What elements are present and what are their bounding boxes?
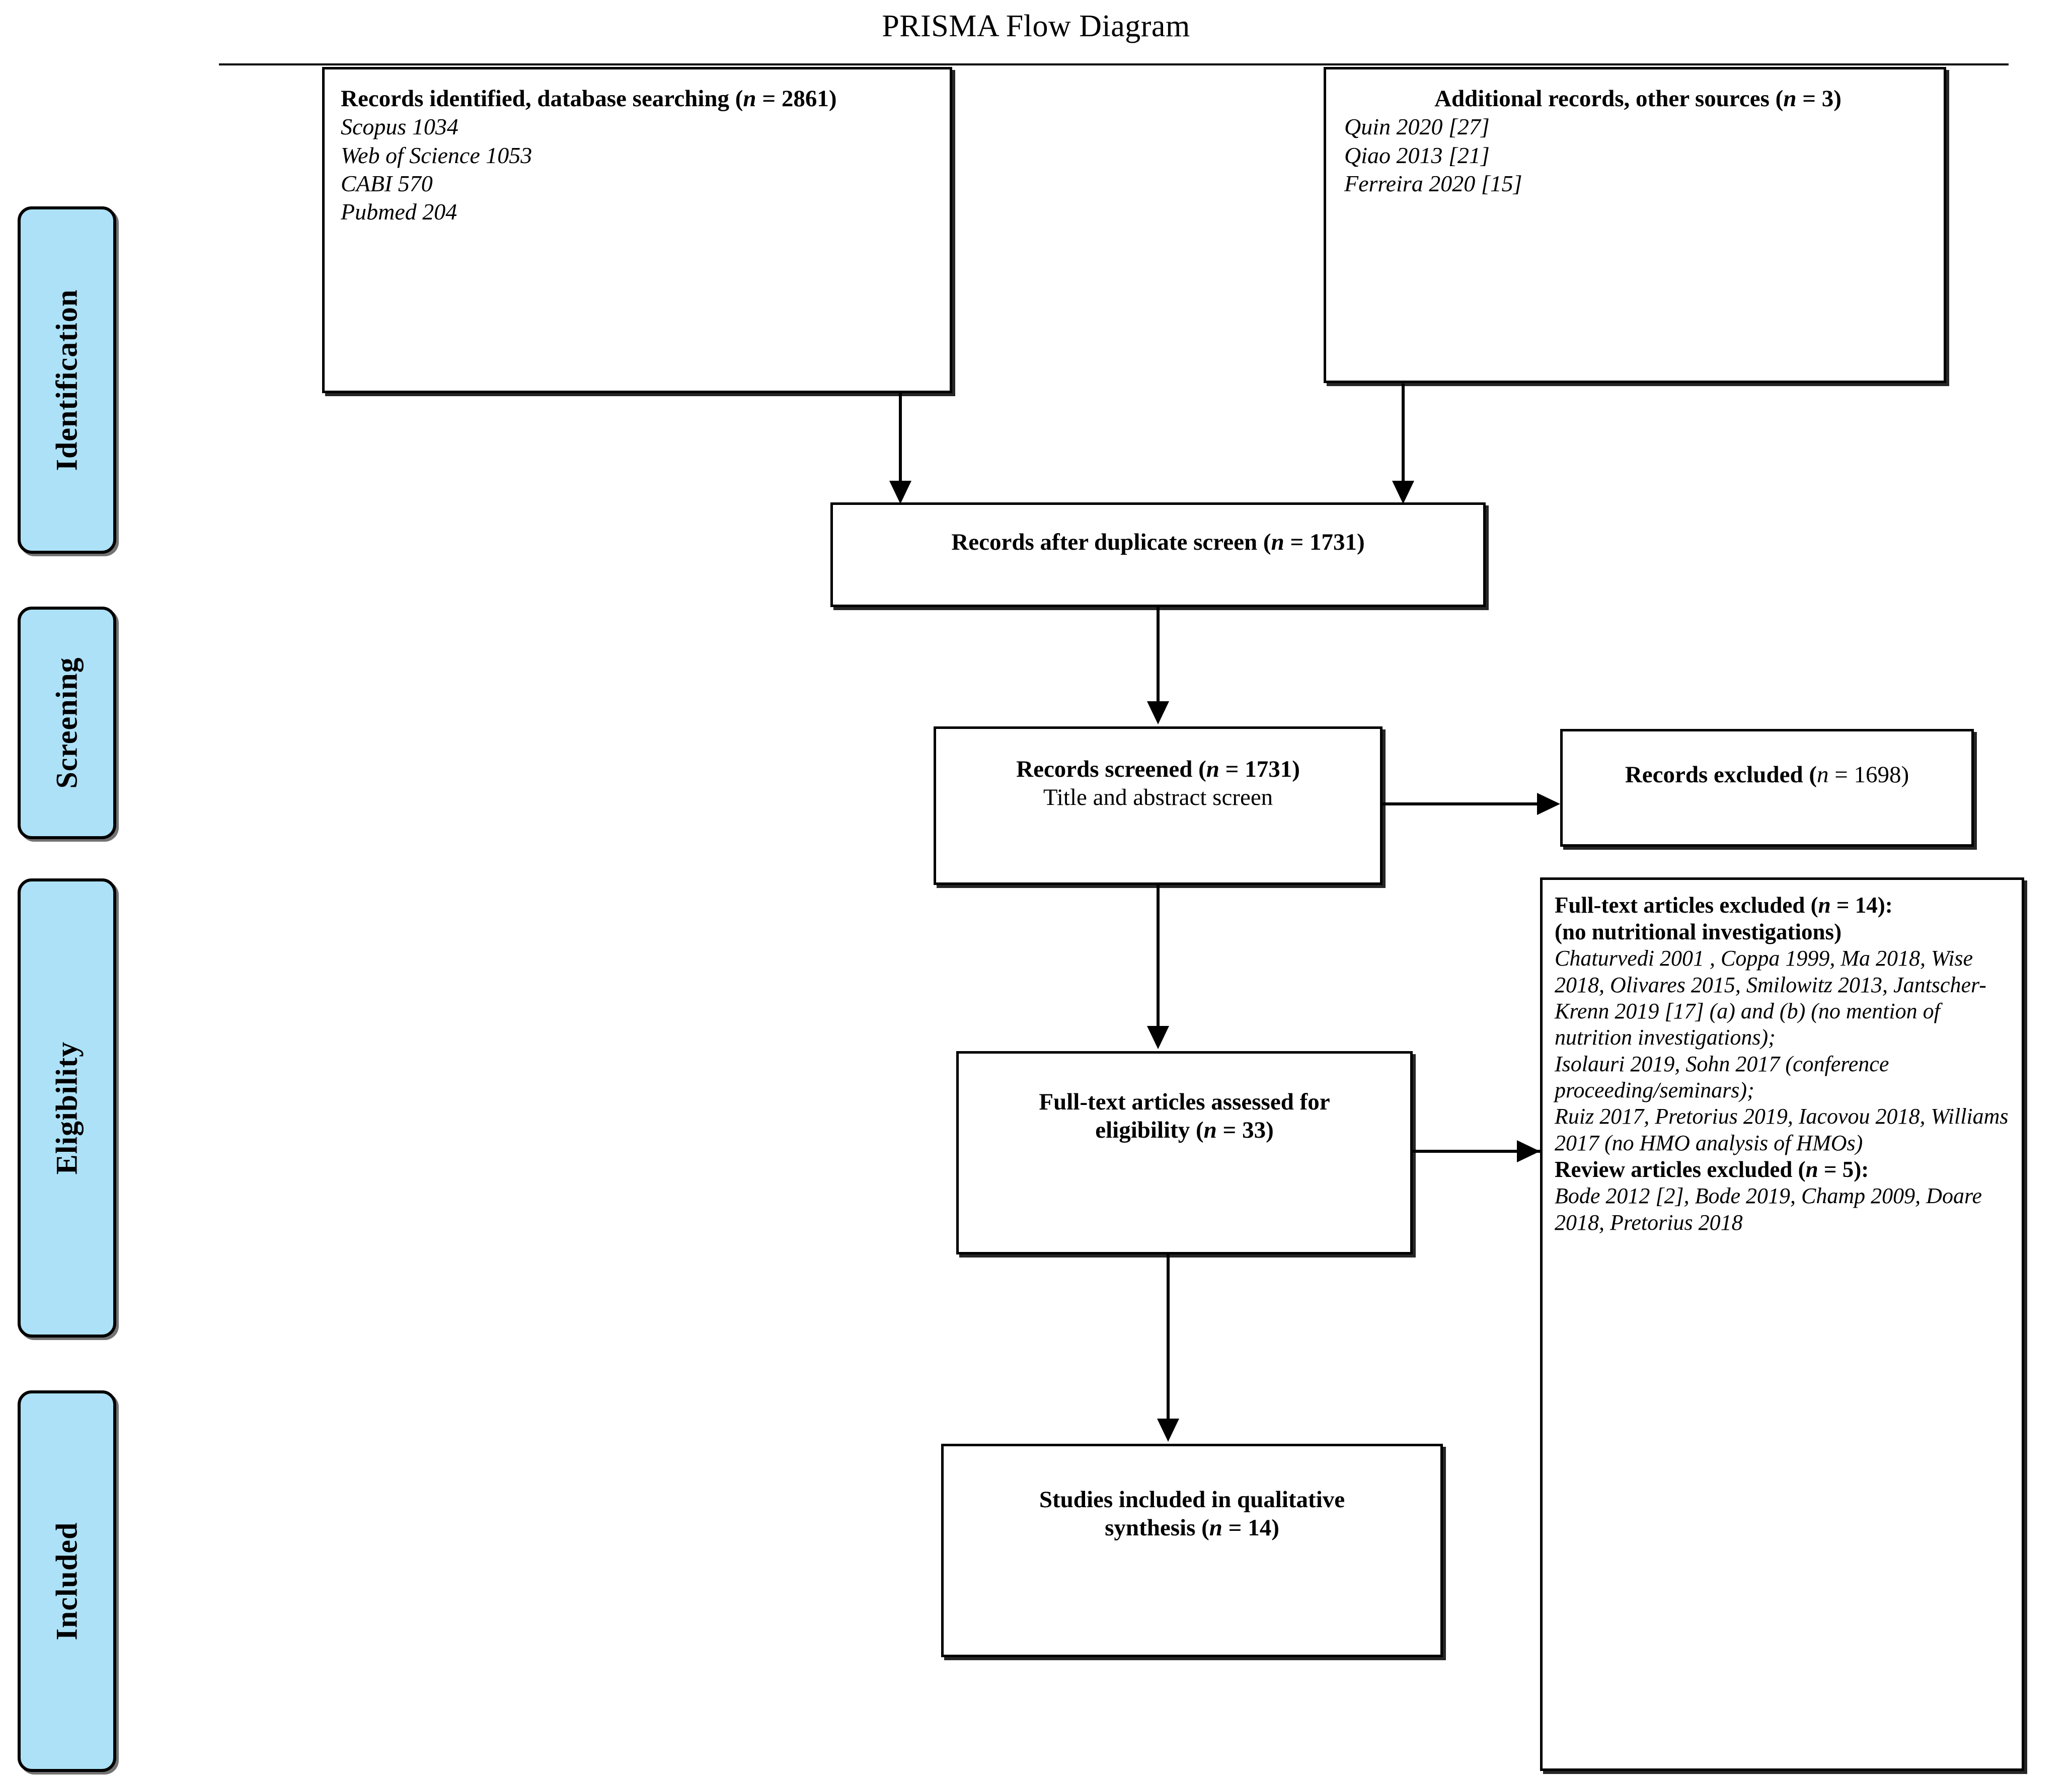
stage-label-included: Included [50, 1522, 84, 1641]
review-excluded-heading: Review articles excluded (n = 5): [1555, 1157, 1869, 1182]
source-line: Ferreira 2020 [15] [1344, 170, 1522, 196]
stage-label-screening: Screening [50, 657, 84, 789]
stage-label-eligibility: Eligibility [50, 1041, 84, 1175]
fulltext-excluded-body: Chaturvedi 2001 , Coppa 1999, Ma 2018, W… [1555, 946, 2009, 1155]
stage-identification: Identification [18, 206, 116, 554]
box-additional-records: Additional records, other sources (n = 3… [1324, 67, 1946, 383]
source-line: Pubmed 204 [341, 198, 457, 225]
connector-screened-to-fulltext [1157, 885, 1160, 1028]
arrow-screened-to-excluded [1537, 793, 1560, 815]
box-fulltext-assessed: Full-text articles assessed for eligibil… [956, 1051, 1413, 1254]
source-line: CABI 570 [341, 170, 433, 196]
box-records-screened: Records screened (n = 1731) Title and ab… [934, 726, 1383, 885]
arrow-fulltext-to-included [1157, 1419, 1179, 1442]
box-studies-included: Studies included in qualitative synthesi… [941, 1444, 1443, 1657]
fulltext-excluded-heading: Full-text articles excluded (n = 14): [1555, 893, 1893, 918]
connector-additional-to-duplicate [1402, 384, 1405, 489]
source-line: Quin 2020 [27] [1344, 114, 1490, 140]
connector-fulltext-to-included [1167, 1254, 1170, 1421]
fulltext-assessed-line2: eligibility (n = 33) [1095, 1117, 1274, 1144]
studies-included-line2: synthesis (n = 14) [1105, 1515, 1279, 1541]
arrow-additional-to-duplicate [1392, 481, 1414, 504]
arrow-duplicate-to-screened [1147, 701, 1169, 724]
connector-duplicate-to-screened [1157, 607, 1160, 703]
source-line: Scopus 1034 [341, 114, 458, 140]
box-records-excluded: Records excluded (n = 1698) [1560, 729, 1974, 847]
records-screened-heading: Records screened (n = 1731) [1016, 756, 1300, 782]
source-line: Qiao 2013 [21] [1344, 142, 1490, 168]
arrow-screened-to-fulltext [1147, 1026, 1169, 1049]
stage-eligibility: Eligibility [18, 878, 116, 1338]
records-excluded-heading: Records excluded (n = 1698) [1625, 762, 1909, 788]
box-records-identified: Records identified, database searching (… [322, 67, 952, 393]
fulltext-assessed-line1: Full-text articles assessed for [1039, 1089, 1330, 1115]
connector-screened-to-excluded [1383, 802, 1540, 805]
arrow-fulltext-to-excluded [1517, 1140, 1540, 1162]
records-screened-subtitle: Title and abstract screen [1043, 784, 1273, 811]
studies-included-line1: Studies included in qualitative [1039, 1487, 1345, 1513]
arrow-identified-to-duplicate [889, 481, 911, 504]
connector-identified-to-duplicate [899, 393, 902, 489]
header-divider [219, 63, 2009, 65]
source-line: Web of Science 1053 [341, 142, 532, 168]
stage-screening: Screening [18, 607, 116, 839]
duplicate-screen-heading: Records after duplicate screen (n = 1731… [951, 529, 1365, 555]
records-identified-heading: Records identified, database searching (… [341, 86, 837, 112]
box-fulltext-excluded: Full-text articles excluded (n = 14): (n… [1540, 877, 2024, 1771]
connector-fulltext-to-excluded [1412, 1150, 1540, 1153]
page-title: PRISMA Flow Diagram [882, 9, 1190, 43]
additional-records-heading: Additional records, other sources (n = 3… [1434, 86, 1841, 112]
review-excluded-body: Bode 2012 [2], Bode 2019, Champ 2009, Do… [1555, 1184, 1982, 1235]
stage-included: Included [18, 1390, 116, 1772]
stage-label-identification: Identification [50, 289, 84, 471]
box-records-after-duplicate-screen: Records after duplicate screen (n = 1731… [830, 502, 1486, 607]
fulltext-excluded-subheading: (no nutritional investigations) [1555, 919, 1842, 945]
